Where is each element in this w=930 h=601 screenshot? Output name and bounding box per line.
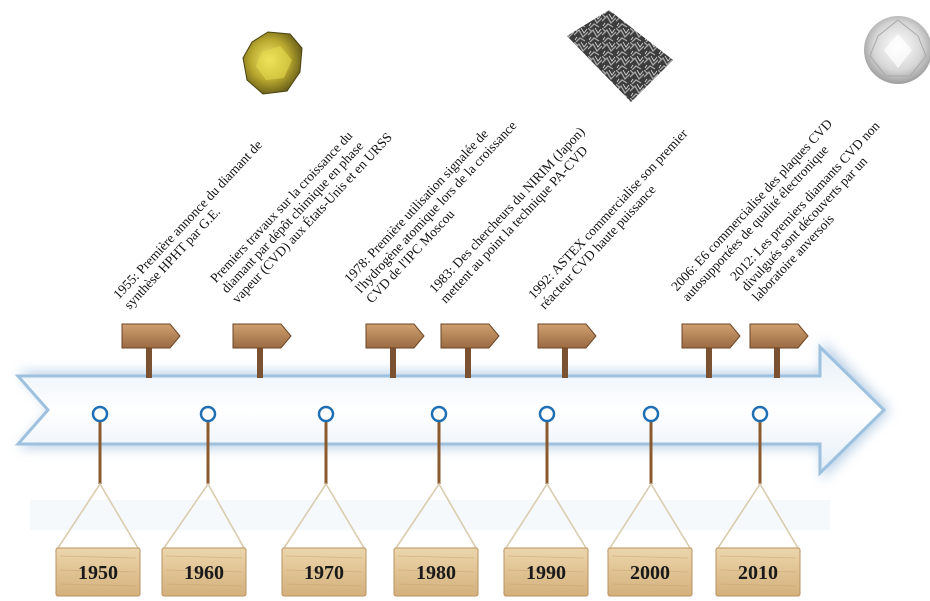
plank-grain xyxy=(507,583,585,587)
decade-plank xyxy=(393,547,479,597)
plank-grain xyxy=(165,555,243,559)
decade-plank xyxy=(715,547,801,597)
plank-grain xyxy=(59,569,137,573)
decade-label: 2010 xyxy=(738,562,778,584)
signpost-board xyxy=(365,323,425,349)
signpost-pole xyxy=(146,340,152,378)
plank-grain xyxy=(611,583,689,587)
decade-marker xyxy=(91,405,109,423)
decade-plank xyxy=(281,547,367,597)
plank-grain xyxy=(611,555,689,559)
hanging-string xyxy=(283,482,365,549)
decade-marker xyxy=(317,405,335,423)
signpost-pole xyxy=(774,340,780,378)
plank-grain xyxy=(397,583,475,587)
plank-grain xyxy=(59,583,137,587)
signpost-pole xyxy=(390,340,396,378)
decade-plank xyxy=(161,547,247,597)
decade-plank xyxy=(607,547,693,597)
signpost-pole xyxy=(562,340,568,378)
plank-grain xyxy=(719,555,797,559)
cut-diamond-image xyxy=(864,16,930,84)
decade-marker xyxy=(751,405,769,423)
hanging-string xyxy=(609,482,691,549)
hanging-string xyxy=(57,482,139,549)
decade-plank xyxy=(55,547,141,597)
plank-grain xyxy=(507,569,585,573)
decade-label: 1980 xyxy=(416,562,456,584)
decade-plank xyxy=(503,547,589,597)
plank-grain xyxy=(285,555,363,559)
decade-label: 1950 xyxy=(78,562,118,584)
signpost-pole xyxy=(257,340,263,378)
signpost-board xyxy=(681,323,741,349)
decade-label: 2000 xyxy=(630,562,670,584)
signpost-board xyxy=(537,323,597,349)
plank-grain xyxy=(719,583,797,587)
diamond-film-micrograph-image xyxy=(567,10,673,102)
decade-label: 1960 xyxy=(184,562,224,584)
hanging-string xyxy=(717,482,799,549)
plank-grain xyxy=(397,555,475,559)
plank-grain xyxy=(165,583,243,587)
yellow-rough-diamond-image xyxy=(242,31,303,95)
signposts xyxy=(121,323,809,378)
plank-grain xyxy=(719,569,797,573)
decade-label: 1970 xyxy=(304,562,344,584)
hanging-string xyxy=(505,482,587,549)
reflection-band xyxy=(30,500,830,530)
hanging-string xyxy=(395,482,477,549)
decade-marker xyxy=(199,405,217,423)
marker-stems xyxy=(55,405,801,597)
plank-grain xyxy=(611,569,689,573)
decade-marker xyxy=(538,405,556,423)
signpost-board xyxy=(121,323,181,349)
decade-marker xyxy=(430,405,448,423)
signpost-pole xyxy=(706,340,712,378)
plank-grain xyxy=(165,569,243,573)
plank-grain xyxy=(285,569,363,573)
plank-grain xyxy=(397,569,475,573)
signpost-board xyxy=(232,323,292,349)
decade-marker xyxy=(642,405,660,423)
signpost-board xyxy=(749,323,809,349)
plank-grain xyxy=(507,555,585,559)
plank-grain xyxy=(59,555,137,559)
signpost-board xyxy=(440,323,500,349)
hanging-string xyxy=(163,482,245,549)
plank-grain xyxy=(285,583,363,587)
decade-label: 1990 xyxy=(526,562,566,584)
signpost-pole xyxy=(465,340,471,378)
timeline-arrow xyxy=(14,343,887,477)
